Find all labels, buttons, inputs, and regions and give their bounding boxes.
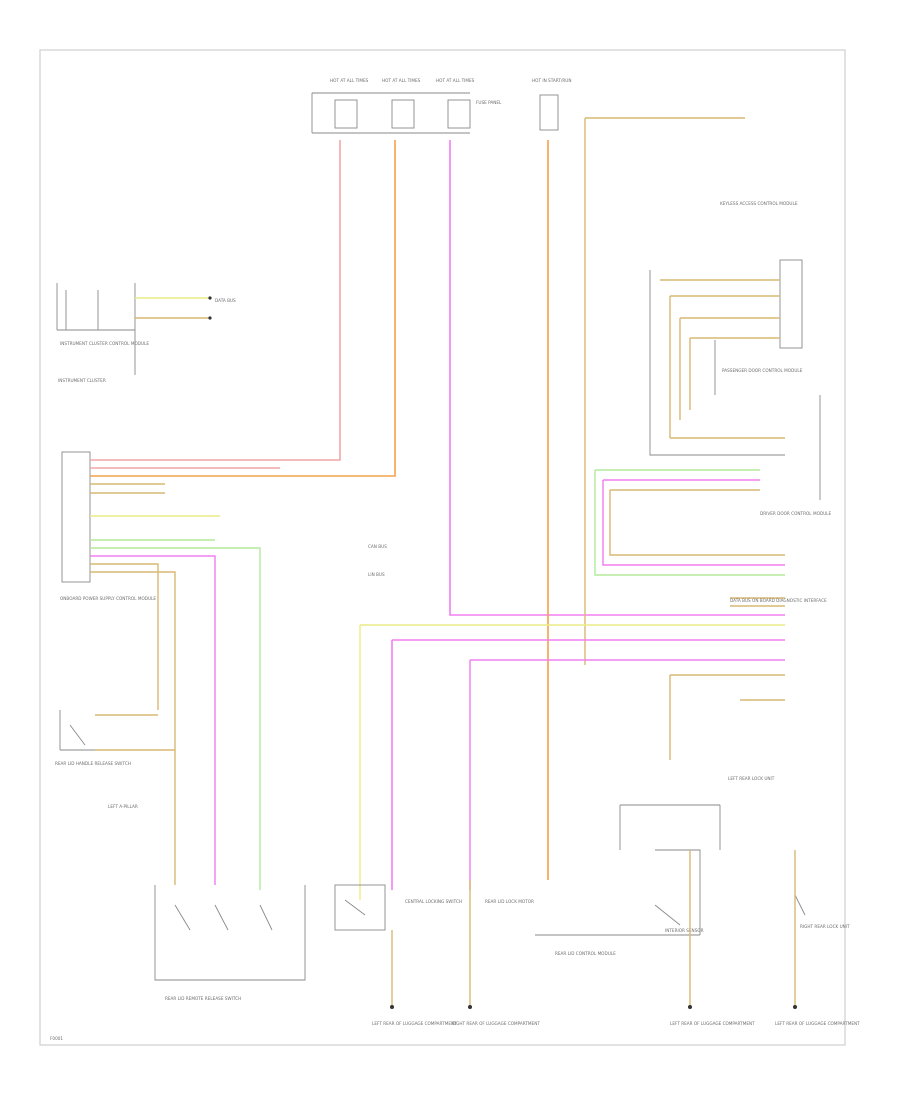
- fuse-label-2: HOT AT ALL TIMES: [382, 78, 421, 83]
- diagram-frame: [39, 49, 846, 1046]
- rear-lid-module-label: REAR LID CONTROL MODULE: [555, 951, 616, 956]
- data-bus-label: DATA BUS: [215, 298, 236, 303]
- trunk-switch-label: REAR LID REMOTE RELEASE SWITCH: [165, 996, 241, 1001]
- center-lock-label: CENTRAL LOCKING SWITCH: [405, 899, 462, 904]
- right-sensor-label: RIGHT REAR LOCK UNIT: [800, 924, 850, 929]
- wire-red-1: [90, 140, 341, 461]
- ground-2-label: RIGHT REAR OF LUGGAGE COMPARTMENT: [452, 1021, 540, 1026]
- left-sensor-label: LEFT REAR LOCK UNIT: [728, 776, 775, 781]
- ground-3-label: LEFT REAR OF LUGGAGE COMPARTMENT: [670, 1021, 755, 1026]
- onboard-power-module: ONBOARD POWER SUPPLY CONTROL MODULE: [60, 451, 156, 601]
- instrument-cluster-label: INSTRUMENT CLUSTER: [58, 378, 106, 383]
- legend-can: CAN BUS: [368, 544, 387, 549]
- wire-pink-2: [90, 555, 216, 885]
- passenger-door-label: PASSENGER DOOR CONTROL MODULE: [722, 368, 803, 373]
- rear-lid-control-module: REAR LID CONTROL MODULE INTERIOR SENSOR …: [535, 776, 850, 956]
- central-locking-switch: CENTRAL LOCKING SWITCH: [334, 884, 462, 931]
- legend-lin: LIN BUS: [368, 572, 385, 577]
- wire-yellow-1: [359, 624, 785, 900]
- keyless-label: KEYLESS ACCESS CONTROL MODULE: [720, 201, 798, 206]
- wire-orange-1: [90, 140, 396, 477]
- driver-door-label: DRIVER DOOR CONTROL MODULE: [760, 511, 831, 516]
- page-code: F0001: [50, 1036, 63, 1041]
- rear-lid-label: REAR LID LOCK MOTOR: [485, 899, 534, 904]
- wire-pink-1: [449, 140, 785, 616]
- ground-4-label: LEFT REAR OF LUGGAGE COMPARTMENT: [775, 1021, 860, 1026]
- ground-top-label: LEFT A-PILLAR: [108, 804, 138, 809]
- central-module-label: DATA BUS ON BOARD DIAGNOSTIC INTERFACE: [730, 598, 827, 603]
- rear-lid-remote-switch: REAR LID REMOTE RELEASE SWITCH: [154, 885, 306, 1001]
- wire-green-1: [90, 547, 261, 890]
- door-control-module: KEYLESS ACCESS CONTROL MODULE PASSENGER …: [649, 201, 831, 516]
- instrument-cluster-block-label: INSTRUMENT CLUSTER CONTROL MODULE: [60, 341, 149, 346]
- fuse-panel-label: FUSE PANEL: [476, 100, 502, 105]
- rear-lid-handle-label: REAR LID HANDLE RELEASE SWITCH: [55, 761, 131, 766]
- rear-lid-motor: REAR LID LOCK MOTOR: [485, 899, 534, 904]
- fuse-panel: HOT AT ALL TIMES HOT AT ALL TIMES HOT AT…: [311, 78, 571, 134]
- fuse-label-4: HOT IN START/RUN: [532, 78, 571, 83]
- trunk-switch: REAR LID HANDLE RELEASE SWITCH LEFT A-PI…: [55, 710, 175, 809]
- fuse-label-3: HOT AT ALL TIMES: [436, 78, 475, 83]
- interior-sensor-label: INTERIOR SENSOR: [665, 928, 704, 933]
- ground-1-label: LEFT REAR OF LUGGAGE COMPARTMENT: [372, 1021, 457, 1026]
- fuse-label-1: HOT AT ALL TIMES: [330, 78, 369, 83]
- onboard-power-label: ONBOARD POWER SUPPLY CONTROL MODULE: [60, 596, 156, 601]
